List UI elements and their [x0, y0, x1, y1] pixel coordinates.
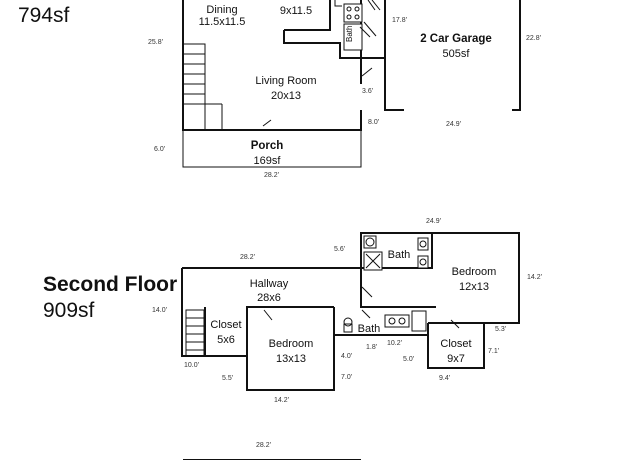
- third-floor: 28.2': [183, 442, 361, 460]
- living-room-name: Living Room: [255, 75, 316, 87]
- door-swing-garage: [359, 0, 381, 38]
- closet-a-name: Closet: [210, 319, 241, 331]
- garage-walls: [384, 0, 521, 111]
- second-floor-stairs: [185, 309, 205, 357]
- dim-bath-b: 10.2': [387, 340, 402, 347]
- dim-second-left: 14.0': [152, 307, 167, 314]
- dim-closet-b-right-lower: 7.1': [488, 348, 499, 355]
- dining-name: Dining: [206, 4, 237, 16]
- second-floor: Second Floor 909sf: [43, 218, 542, 404]
- kitchen-appliances: Bath: [334, 0, 363, 51]
- door-swings-second: [263, 286, 460, 329]
- dim-closet-b-right-upper: 5.3': [495, 326, 506, 333]
- dim-bedroom-a-right-lower: 7.0': [341, 374, 352, 381]
- first-floor: 794sf Bath: [18, 0, 541, 179]
- kitchen-walls: [283, 0, 385, 59]
- dim-hall-bottom-left: 10.0': [184, 362, 199, 369]
- second-floor-area: 909sf: [43, 299, 95, 322]
- porch-name: Porch: [251, 140, 284, 152]
- bedroom-b-size: 12x13: [459, 281, 489, 293]
- dim-top-bath: 24.9': [426, 218, 441, 225]
- dim-garage-bottom: 24.9': [446, 121, 461, 128]
- garage-area: 505sf: [443, 48, 471, 60]
- dim-bath-c: 5.0': [403, 356, 414, 363]
- bedroom-a-walls: [246, 307, 335, 391]
- dim-porch-left: 6.0': [154, 146, 165, 153]
- second-floor-title: Second Floor: [43, 273, 177, 296]
- dim-stair-gap: 3.6': [362, 88, 373, 95]
- closet-b-name: Closet: [440, 338, 471, 350]
- living-room-size: 20x13: [271, 90, 301, 102]
- bedroom-a-size: 13x13: [276, 353, 306, 365]
- dim-garage-right: 22.8': [526, 35, 541, 42]
- porch-area: 169sf: [254, 155, 282, 167]
- kitchen-size: 9x11.5: [280, 5, 312, 17]
- dining-size: 11.5x11.5: [199, 16, 246, 28]
- closet-b-walls: [427, 322, 485, 369]
- bath-upper-label: Bath: [388, 249, 411, 261]
- hallway-name: Hallway: [250, 278, 289, 290]
- porch-outline: [182, 129, 362, 168]
- bath-lower-label: Bath: [358, 323, 381, 335]
- first-floor-stairs: [182, 43, 223, 131]
- garage-name: 2 Car Garage: [420, 33, 492, 45]
- dim-bedroom-b-right: 14.2': [527, 274, 542, 281]
- dim-kitchen-side: 17.8': [392, 17, 407, 24]
- dim-porch-bottom: 28.2': [264, 172, 279, 179]
- door-swing-kitchen: [363, 0, 377, 37]
- first-floor-bath-label: Bath: [345, 26, 354, 42]
- dim-bedroom-a-left: 5.5': [222, 375, 233, 382]
- dim-bedroom-a-bottom: 14.2': [274, 397, 289, 404]
- dim-bedroom-a-right-upper: 4.0': [341, 353, 352, 360]
- lower-bath-walls: [333, 307, 428, 336]
- dim-first-left: 25.8': [148, 39, 163, 46]
- dim-porch-small: 8.0': [368, 119, 379, 126]
- bedroom-a-name: Bedroom: [269, 338, 314, 350]
- bath-fixtures: [343, 235, 429, 333]
- door-swing-living: [262, 67, 373, 127]
- dim-hall-top: 28.2': [240, 254, 255, 261]
- dim-hall-small: 5.6': [334, 246, 345, 253]
- dim-third-top: 28.2': [256, 442, 271, 449]
- closet-a-size: 5x6: [217, 334, 235, 346]
- dim-closet-b-bottom: 9.4': [439, 375, 450, 382]
- dim-bath-a: 1.8': [366, 344, 377, 351]
- upper-bath-walls: [360, 232, 520, 324]
- closet-b-size: 9x7: [447, 353, 465, 365]
- hallway-size: 28x6: [257, 292, 281, 304]
- bedroom-b-name: Bedroom: [452, 266, 497, 278]
- first-floor-area: 794sf: [18, 4, 70, 27]
